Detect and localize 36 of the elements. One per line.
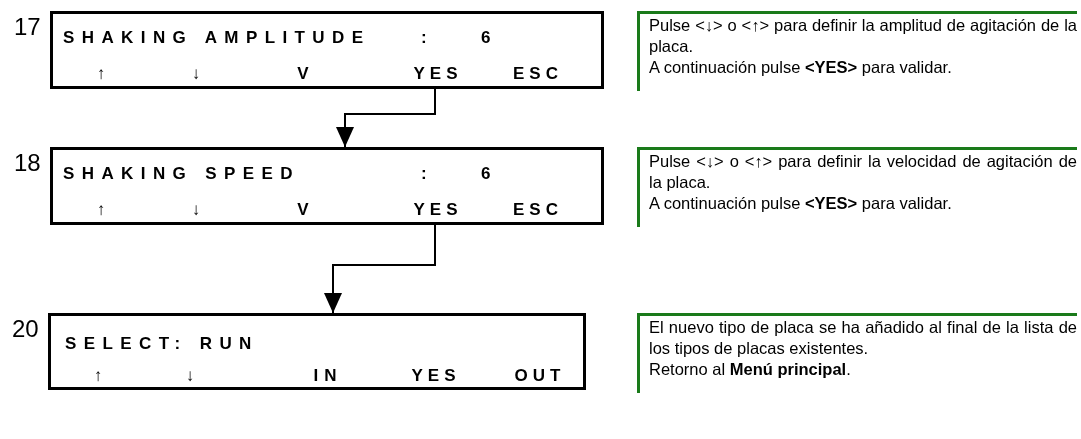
note-text: A continuación pulse <YES> para validar. — [649, 193, 953, 214]
softkey-label: ESC — [513, 64, 563, 84]
step-number: 20 — [12, 316, 39, 342]
softkey-label: ↑ — [93, 366, 103, 386]
display-text: SELECT: RUN — [65, 334, 259, 354]
softkey-label: V — [297, 200, 309, 220]
display-text: : — [421, 28, 427, 48]
step-number: 17 — [14, 14, 41, 40]
note-text: El nuevo tipo de placa se ha añadido al final de la lista de los tipos de placas existentes. — [649, 317, 1077, 359]
lcd-screen — [48, 313, 586, 390]
softkey-label: ↓ — [191, 64, 201, 84]
display-text: SHAKING SPEED — [63, 164, 300, 184]
softkey-label: OUT — [514, 366, 566, 386]
softkey-label: ESC — [513, 200, 563, 220]
softkey-label: V — [297, 64, 309, 84]
softkey-label: ↑ — [96, 200, 106, 220]
note-text: Pulse <↓> o <↑> para definir la amplitud de agitación de la placa. — [649, 15, 1077, 57]
lcd-screen — [50, 147, 604, 225]
softkey-label: ↓ — [185, 366, 195, 386]
arrow — [324, 224, 436, 314]
step-number: 18 — [14, 150, 41, 176]
display-text: 6 — [481, 164, 491, 184]
softkey-label: YES — [413, 200, 463, 220]
softkey-label: YES — [411, 366, 461, 386]
note-text: Pulse <↓> o <↑> para definir la velocidad de agitación de la placa. — [649, 151, 1077, 193]
softkey-label: ↑ — [96, 64, 106, 84]
display-text: SHAKING AMPLITUDE — [63, 28, 371, 48]
display-text: : — [421, 164, 427, 184]
lcd-screen — [50, 11, 604, 89]
softkey-label: ↓ — [191, 200, 201, 220]
note-text: Retorno al Menú principal. — [649, 359, 852, 380]
softkey-label: IN — [313, 366, 343, 386]
display-text: 6 — [481, 28, 491, 48]
softkey-label: YES — [413, 64, 463, 84]
arrow — [336, 88, 436, 148]
note-text: A continuación pulse <YES> para validar. — [649, 57, 953, 78]
